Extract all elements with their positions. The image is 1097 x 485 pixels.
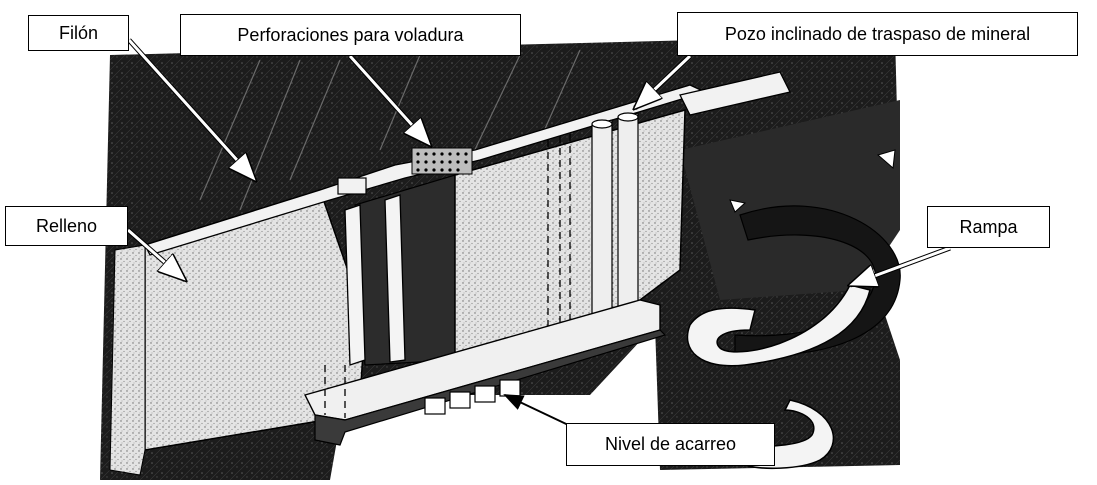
blast-hole-dots: [416, 152, 468, 172]
label-nivel-acarreo: Nivel de acarreo: [566, 423, 775, 466]
dashed-guides: [324, 365, 346, 418]
equipment-block: [337, 177, 367, 195]
label-rampa: Rampa: [927, 206, 1050, 248]
upper-conveyor: [679, 71, 791, 116]
ore-pillar: [354, 174, 456, 366]
label-pozo: Pozo inclinado de traspaso de mineral: [677, 12, 1078, 56]
pointer-arrows: [126, 38, 951, 441]
fill-block-front: [109, 244, 146, 476]
chute-boxes: [424, 379, 521, 415]
label-relleno: Relleno: [5, 206, 128, 246]
triangle-markers: [729, 149, 896, 213]
vein-streaks: [199, 49, 581, 211]
label-filon: Filón: [28, 15, 129, 51]
raise-columns: [344, 194, 406, 366]
label-perforaciones: Perforaciones para voladura: [180, 14, 521, 56]
side-wall: [680, 100, 900, 300]
